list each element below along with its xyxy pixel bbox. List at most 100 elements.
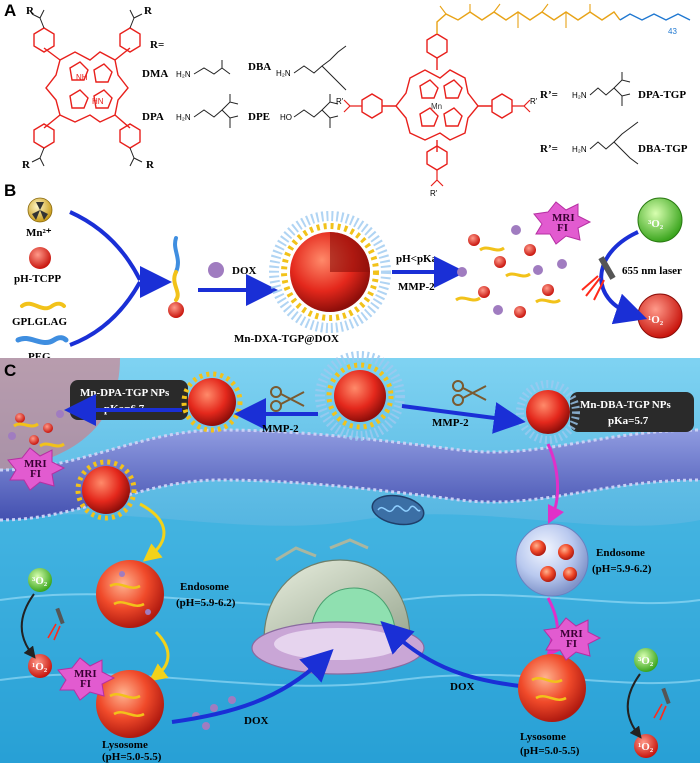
o2-1-left-sphere: [28, 654, 52, 678]
o2-arrow-right: [626, 673, 642, 739]
o2-3-left-label: ³O₂: [32, 575, 48, 587]
mri-label-c1: MRI: [24, 458, 47, 470]
yellow-arrow-1: [139, 502, 166, 562]
dba-structure: [293, 45, 347, 91]
dma-structure: [193, 60, 231, 75]
r-prime-dpa-label: R’=: [540, 89, 558, 101]
endosome-right-ph: (pH=5.9-6.2): [592, 563, 652, 575]
dma-label: DMA: [142, 68, 168, 80]
o2-3-right-label: ³O₂: [638, 655, 654, 667]
unit-peptide: [172, 270, 180, 302]
r-label-top-left: R: [26, 5, 35, 17]
o2-1-right-sphere: [634, 734, 658, 758]
dpa-box-title: Mn-DPA-TGP NPs: [80, 387, 170, 399]
dpa-structure: [193, 94, 239, 128]
dba-tgp-h2n: H₂N: [572, 145, 587, 154]
panel-b: B Mn²⁺ pH-TCPP GPLGLAG PEG DOX Mn-DXA-TG…: [4, 181, 683, 363]
r-prime-left: R': [336, 97, 344, 106]
mri-label-c2: MRI: [74, 668, 97, 680]
photo-conversion-arrow: [599, 230, 648, 325]
cell-membrane: [0, 430, 700, 520]
dba-h2n: H₂N: [276, 69, 291, 78]
mmp-left-label: MMP-2: [262, 423, 299, 435]
mri-fi-burst-c1: [7, 447, 66, 491]
mri-label-c3: MRI: [560, 628, 583, 640]
peg-subscript: 43: [668, 27, 677, 36]
converge-arrow-bottom: [69, 281, 142, 347]
lysosome-right: [518, 654, 586, 722]
panel-c-letter: C: [4, 361, 16, 380]
dpa-h2n: H₂N: [176, 113, 191, 122]
mri-label-b: MRI: [552, 212, 575, 224]
dox-label: DOX: [232, 265, 257, 277]
dba-box-title: Mn-DBA-TGP NPs: [580, 399, 671, 411]
membrane-fragments-left: [8, 410, 65, 448]
r-prime-right: R': [530, 97, 538, 106]
endosome-left: [96, 560, 164, 628]
magenta-arrow-1: [546, 443, 565, 525]
scissors-icon-right: [452, 380, 487, 406]
dpa-tgp-label: DPA-TGP: [638, 89, 686, 101]
triplet-oxygen-label: ³O₂: [648, 218, 664, 230]
dpa-tgp-h2n: H₂N: [572, 91, 587, 100]
peptide-label: GPLGLAG: [12, 316, 67, 328]
yellow-arrow-2: [148, 630, 170, 682]
peptide-chain: [436, 11, 621, 34]
r-prime-dba-label: R’=: [540, 143, 558, 155]
fi-label-b: FI: [557, 222, 568, 234]
condition-mmp-label: MMP-2: [398, 281, 435, 293]
dox-left-label: DOX: [244, 715, 269, 727]
dox-molecule-icon: [208, 262, 224, 278]
condition-ph-label: pH<pKa: [396, 253, 438, 265]
mn-label: Mn²⁺: [26, 227, 52, 239]
r-label-top-right: R: [144, 5, 153, 17]
np-entering-left: [75, 459, 137, 521]
r-prime-bottom: R': [430, 189, 438, 198]
lysosome-left-label: Lysosome: [102, 739, 148, 751]
np-near-membrane-right-1: [516, 380, 580, 444]
dpa-label: DPA: [142, 111, 164, 123]
dba-box-pka: pKa=5.7: [608, 415, 649, 427]
unit-tcpp: [168, 302, 184, 318]
dba-info-box: [570, 392, 694, 432]
triplet-oxygen-sphere: [637, 197, 683, 243]
lysosome-left-ph: (pH=5.0-5.5): [102, 751, 162, 763]
porphyrin-mn-structure: [361, 33, 513, 171]
dba-label: DBA: [248, 61, 271, 73]
r-equals-label: R=: [150, 39, 164, 51]
np-intact-center: [315, 351, 405, 441]
mmp-right-label: MMP-2: [432, 417, 469, 429]
nanoparticle-mn-dxa-tgp-dox: [269, 211, 391, 333]
nh-label: NH: [76, 73, 88, 82]
tcpp-sphere-icon: [29, 247, 51, 269]
converge-arrow-top: [69, 210, 142, 281]
laser-icon: [581, 256, 616, 301]
lysosome-left: [96, 670, 164, 738]
radiation-icon: [32, 202, 48, 220]
mri-fi-burst-b: [533, 201, 592, 245]
mri-fi-burst-c3: [543, 617, 602, 661]
unit-peg: [173, 236, 180, 274]
dba-tgp-label: DBA-TGP: [638, 143, 688, 155]
mmp-arrow-right: [401, 402, 526, 434]
panel-b-letter: B: [4, 181, 16, 200]
dpe-ho: HO: [280, 113, 292, 122]
panel-a: A R R R R NH HN R= DMA H₂N: [4, 1, 691, 198]
singlet-oxygen-label: ¹O₂: [648, 314, 664, 326]
endosome-left-ph: (pH=5.9-6.2): [176, 597, 236, 609]
product-label: Mn-DXA-TGP@DOX: [234, 333, 339, 345]
dpe-structure: [293, 94, 339, 128]
peg-icon: [15, 335, 69, 346]
laser-label: 655 nm laser: [622, 265, 682, 277]
panel-a-letter: A: [4, 1, 16, 20]
r-label-bottom-left: R: [22, 159, 31, 171]
dox-right-label: DOX: [450, 681, 475, 693]
fi-label-c3: FI: [566, 638, 577, 650]
mri-fi-burst-c2: [57, 657, 116, 701]
laser-icon-right: [653, 687, 671, 721]
o2-3-left-sphere: [28, 568, 52, 592]
tcpp-label: pH-TCPP: [14, 273, 61, 285]
scissors-icon-left: [270, 386, 305, 412]
dox-arrow-left: [171, 648, 334, 724]
dox-arrow-right: [380, 621, 521, 688]
